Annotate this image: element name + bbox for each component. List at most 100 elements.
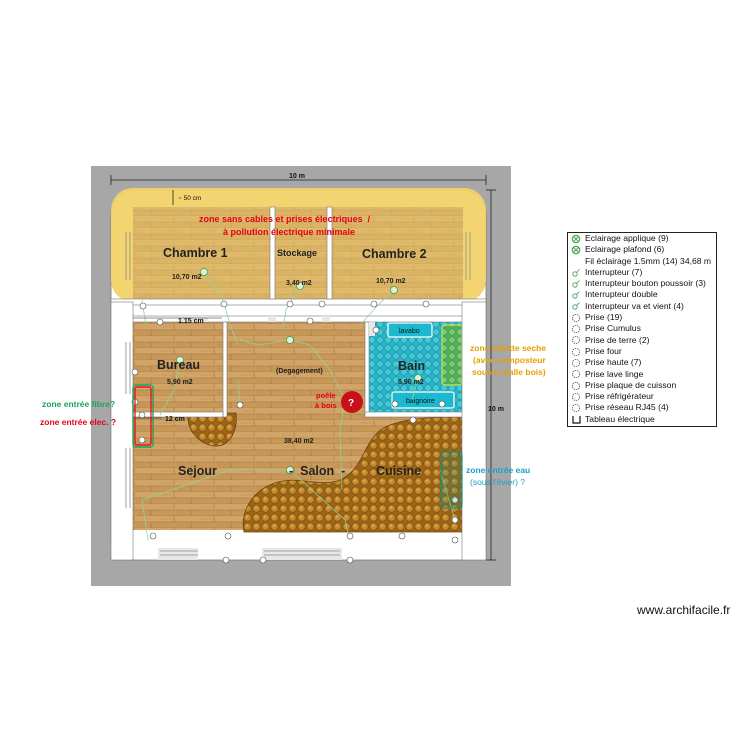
- dim-corridor-label: 1.15 cm: [178, 318, 204, 325]
- dim-top-inner-label: ~ 50 cm: [178, 195, 201, 202]
- room-salon-name: - Salon -: [289, 464, 345, 478]
- lavabo: [387, 322, 433, 338]
- zone-notice-line1: zone sans cables et prises électriques /: [199, 214, 371, 224]
- socket-icon: [409, 416, 417, 424]
- dimension-corridor: 1.15 cm: [133, 317, 222, 325]
- legend-item: Interrupteur va et vient (4): [568, 301, 716, 312]
- ceiling-light-icon: [414, 374, 422, 382]
- socket-icon: [571, 313, 581, 323]
- socket-icon: [451, 516, 459, 524]
- fridge-socket-icon: [571, 392, 581, 402]
- panel-icon: [571, 414, 581, 424]
- watermark: www.archifacile.fr: [637, 603, 731, 617]
- legend-label: Prise lave linge: [585, 368, 644, 379]
- socket-icon: [149, 532, 157, 540]
- legend: Eclairage applique (9)Eclairage plafond …: [567, 232, 717, 427]
- dimension-top: 10 m: [110, 173, 487, 185]
- elec-note: zone entrée elec. ?: [40, 417, 116, 427]
- legend-label: Fil éclairage 1.5mm (14) 34,68 m: [585, 255, 712, 266]
- socket-icon: [370, 300, 378, 308]
- legend-label: Interrupteur va et vient (4): [585, 300, 684, 311]
- socket-icon: [398, 532, 406, 540]
- legend-label: Prise de terre (2): [585, 334, 650, 345]
- ceiling-light-icon: [571, 245, 581, 255]
- socket-icon: [236, 401, 244, 409]
- rj45-socket-icon: [571, 403, 581, 413]
- wall-light-icon: [571, 234, 581, 244]
- legend-item: Interrupteur (7): [568, 267, 716, 278]
- legend-label: Interrupteur bouton poussoir (3): [585, 278, 706, 289]
- ceiling-light-icon: [286, 336, 294, 344]
- toilet-note-line1: zone toilette seche: [470, 343, 546, 353]
- fibre-note: zone entrée fibre?: [42, 399, 115, 409]
- legend-item: Prise réseau RJ45 (4): [568, 402, 716, 413]
- legend-label: Prise (19): [585, 312, 623, 323]
- room-sejour-name: Sejour: [178, 464, 217, 478]
- room-bureau-area: 5,90 m2: [167, 379, 193, 386]
- socket-icon: [438, 400, 446, 408]
- legend-item: Prise lave linge: [568, 369, 716, 380]
- cumulus-socket-icon: [571, 324, 581, 334]
- room-chambre2-name: Chambre 2: [362, 247, 427, 261]
- dimension-left: 12 cm: [133, 416, 185, 423]
- baignoire: [391, 391, 455, 409]
- dimension-right: 10 m: [486, 189, 504, 561]
- room-chambre1-name: Chambre 1: [163, 246, 228, 260]
- legend-item: Eclairage plafond (6): [568, 244, 716, 255]
- electrical-symbols: [131, 300, 459, 564]
- room-chambre1: [133, 207, 270, 299]
- socket-icon: [318, 300, 326, 308]
- legend-label: Eclairage plafond (6): [585, 244, 665, 255]
- room-chambre1-area: 10,70 m2: [172, 274, 202, 281]
- room-stockage-area: 3,40 m2: [286, 280, 312, 287]
- legend-label: Interrupteur (7): [585, 266, 643, 277]
- socket-icon: [372, 326, 380, 334]
- toilet-note-line2: (avec composteur: [473, 355, 546, 365]
- legend-item: Prise plaque de cuisson: [568, 380, 716, 391]
- toilet-note-line3: sous la dalle bois): [472, 367, 546, 377]
- legend-item: Prise (19): [568, 312, 716, 323]
- socket-icon: [131, 368, 139, 376]
- legend-item: Prise haute (7): [568, 357, 716, 368]
- lavabo-label: lavabo: [399, 328, 420, 335]
- legend-item: Prise Cumulus: [568, 323, 716, 334]
- socket-icon: [156, 318, 164, 326]
- room-cuisine-name: Cuisine: [376, 464, 421, 478]
- socket-icon: [451, 536, 459, 544]
- socket-icon: [306, 317, 314, 325]
- room-stockage-name: Stockage: [277, 248, 317, 258]
- room-bureau-name: Bureau: [157, 358, 200, 372]
- socket-icon: [451, 496, 459, 504]
- socket-icon: [286, 300, 294, 308]
- legend-spacer: [571, 256, 581, 266]
- socket-icon: [138, 411, 146, 419]
- ceiling-light-icon: [296, 282, 304, 290]
- legend-label: Interrupteur double: [585, 289, 658, 300]
- windows: [125, 232, 471, 556]
- pebble-floor-stove: [187, 412, 237, 447]
- oven-socket-icon: [571, 347, 581, 357]
- room-chambre2-area: 10,70 m2: [376, 278, 406, 285]
- legend-item: Prise de terre (2): [568, 335, 716, 346]
- room-degagement-name: (Degagement): [276, 368, 323, 375]
- pebble-floor-kitchen: [242, 416, 463, 533]
- elec-zone-box: [134, 386, 152, 446]
- socket-icon: [391, 400, 399, 408]
- socket-icon: [259, 556, 267, 564]
- earth-socket-icon: [571, 335, 581, 345]
- legend-item: Tableau électrique: [568, 414, 716, 425]
- legend-item: Interrupteur bouton poussoir (3): [568, 278, 716, 289]
- legend-item: Prise four: [568, 346, 716, 357]
- ceiling-light-icon: [176, 356, 184, 364]
- high-socket-icon: [571, 358, 581, 368]
- poele-mark: ?: [348, 398, 354, 409]
- ceiling-light-icon: [286, 466, 294, 474]
- legend-label: Eclairage applique (9): [585, 233, 669, 243]
- socket-icon: [220, 300, 228, 308]
- fibre-zone-box: [132, 384, 154, 448]
- legend-label: Prise réseau RJ45 (4): [585, 402, 669, 413]
- room-sejour-area: 38,40 m2: [284, 438, 314, 445]
- poele-label-1: poêle: [316, 391, 336, 400]
- legend-label: Prise four: [585, 345, 622, 356]
